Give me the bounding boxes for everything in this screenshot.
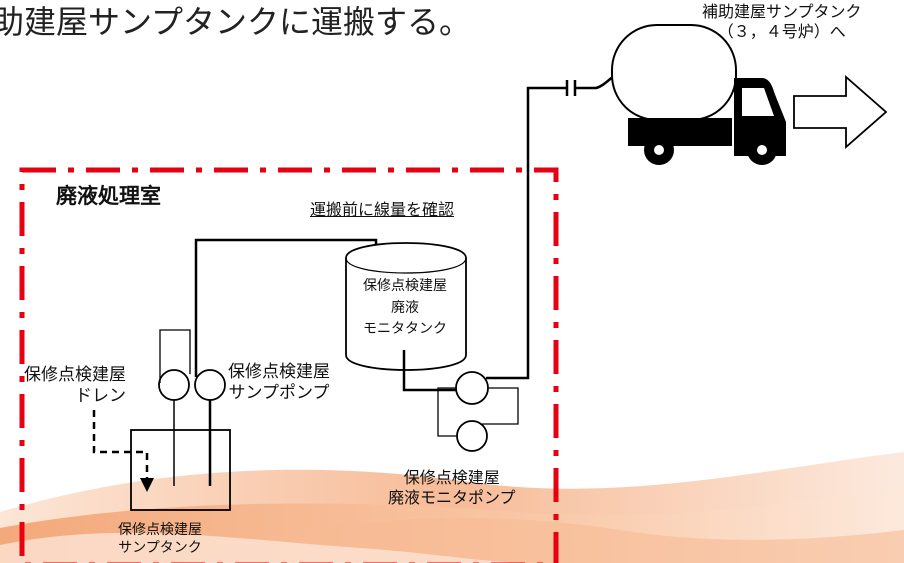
waste-monitor-tank-label: 保修点検建屋廃液モニタタンク xyxy=(346,276,464,341)
waste-monitor-tank-label-line-2: 廃液 xyxy=(391,299,419,316)
truck-destination-line-1: 補助建屋サンプタンク xyxy=(702,2,862,21)
drain-line xyxy=(92,410,149,480)
waste-monitor-tank xyxy=(345,242,467,371)
room-boundary xyxy=(19,167,559,563)
waste-monitor-tank-label-line-1: 保修点検建屋 xyxy=(363,278,447,294)
sump-pump-label-line-1: 保修点検建屋 xyxy=(228,362,330,382)
destination-arrow xyxy=(793,75,888,149)
drain-label: 保修点検建屋ドレン xyxy=(24,365,126,408)
sump-pump-pair xyxy=(158,329,226,401)
sump-tank-label-line-2: サンプタンク xyxy=(118,539,202,556)
drain-label-line-1: 保修点検建屋 xyxy=(24,365,126,385)
monitor-pump-label-line-1: 保修点検建屋 xyxy=(403,468,500,487)
waste-monitor-tank-label-line-3: モニタタンク xyxy=(363,321,447,338)
pipe-monitor-pump-to-truck xyxy=(486,86,567,380)
background-waves xyxy=(0,452,904,563)
sump-pump-label-line-2: サンプポンプ xyxy=(228,383,330,404)
sump-tank-label-line-1: 保修点検建屋 xyxy=(118,522,202,538)
slide-heading: 補助建屋サンプタンクに運搬する。 xyxy=(0,3,472,41)
monitor-pump-label: 保修点検建屋廃液モニタポンプ xyxy=(388,468,516,508)
truck-destination-label: 補助建屋サンプタンク （３，４号炉）へ xyxy=(702,2,862,42)
truck-destination-line-2: （３，４号炉）へ xyxy=(717,22,846,41)
monitor-pump-label-line-2: 廃液モニタポンプ xyxy=(388,488,516,507)
sump-tank-label: 保修点検建屋サンプタンク xyxy=(118,522,202,557)
drain-arrowhead xyxy=(140,478,154,492)
sump-tank-vessel xyxy=(130,429,231,511)
hose-coupling xyxy=(565,71,619,96)
pipe-tank-to-monitor-pump xyxy=(402,350,466,392)
monitor-pump-pair xyxy=(437,371,519,452)
room-title: 廃液処理室 xyxy=(56,184,161,208)
sump-pump-label: 保修点検建屋サンプポンプ xyxy=(228,362,330,405)
drain-label-line-2: ドレン xyxy=(75,386,126,407)
dose-check-note: 運搬前に線量を確認 xyxy=(310,200,455,219)
tanker-truck xyxy=(611,24,786,165)
